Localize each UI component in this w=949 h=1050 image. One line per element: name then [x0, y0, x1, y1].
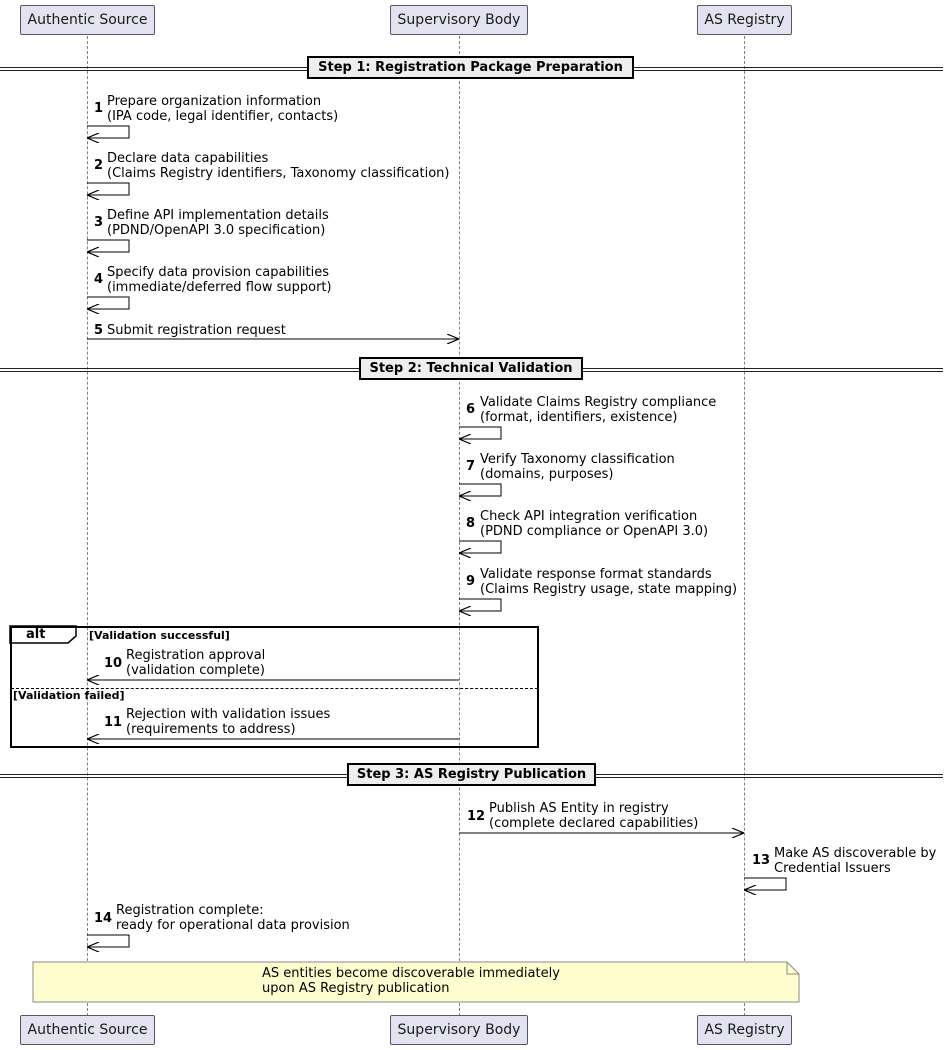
message-number: 1	[94, 101, 104, 116]
message-label: Registration approval(validation complet…	[126, 648, 266, 678]
note-text: AS entities become discoverable immediat…	[262, 966, 560, 996]
message-number: 6	[466, 402, 476, 417]
participant-supervisory-body-top: Supervisory Body	[390, 5, 528, 35]
participant-supervisory-body-bottom: Supervisory Body	[390, 1015, 528, 1045]
message-number: 4	[94, 272, 104, 287]
message-label: Define API implementation details(PDND/O…	[107, 208, 329, 238]
alt-condition-failed: [Validation failed]	[13, 689, 125, 702]
message-number: 5	[94, 323, 104, 338]
message-label: Check API integration verification(PDND …	[480, 509, 709, 539]
arrow-msg-8	[459, 540, 502, 553]
message-number: 9	[466, 574, 476, 589]
alt-fragment	[10, 626, 539, 748]
arrow-msg-7	[459, 483, 502, 496]
message-number: 2	[94, 158, 104, 173]
arrow-msg-4	[87, 296, 130, 309]
message-label: Specify data provision capabilities(imme…	[107, 265, 332, 295]
arrow-msg-2	[87, 182, 130, 195]
message-number: 11	[104, 715, 123, 730]
arrow-msg-9	[459, 598, 502, 611]
arrow-msg-6	[459, 426, 502, 439]
alt-keyword: alt	[26, 627, 46, 642]
lifeline-authentic-source	[87, 36, 88, 1016]
message-label: Publish AS Entity in registry(complete d…	[489, 801, 699, 831]
message-number: 13	[752, 853, 771, 868]
alt-condition-success: [Validation successful]	[89, 629, 230, 642]
lifeline-supervisory-body	[459, 36, 460, 1016]
note-fold	[786, 962, 799, 975]
participant-authentic-source-bottom: Authentic Source	[20, 1015, 155, 1045]
message-number: 3	[94, 215, 104, 230]
divider-step-3: Step 3: AS Registry Publication	[347, 763, 596, 786]
arrow-msg-14	[87, 934, 130, 947]
participant-as-registry-top: AS Registry	[697, 5, 792, 35]
participant-authentic-source-top: Authentic Source	[20, 5, 155, 35]
message-label: Prepare organization information(IPA cod…	[107, 94, 339, 124]
message-label: Validate Claims Registry compliance(form…	[480, 395, 717, 425]
alt-separator	[11, 688, 538, 689]
arrow-msg-13	[744, 877, 787, 890]
message-number: 8	[466, 516, 476, 531]
message-label: Rejection with validation issues(require…	[126, 707, 331, 737]
message-label: Submit registration request	[107, 323, 286, 338]
message-number: 14	[94, 911, 113, 926]
arrow-msg-3	[87, 239, 130, 252]
message-number: 7	[466, 459, 476, 474]
message-label: Registration complete:ready for operatio…	[116, 903, 350, 933]
message-number: 12	[467, 809, 486, 824]
arrow-msg-1	[87, 125, 130, 138]
message-label: Verify Taxonomy classification(domains, …	[480, 452, 675, 482]
note-shape	[32, 961, 800, 1003]
lifeline-as-registry	[744, 36, 745, 1016]
message-number: 10	[104, 656, 123, 671]
message-label: Validate response format standards(Claim…	[480, 567, 738, 597]
divider-step-2: Step 2: Technical Validation	[359, 357, 583, 380]
participant-as-registry-bottom: AS Registry	[697, 1015, 792, 1045]
message-label: Declare data capabilities(Claims Registr…	[107, 151, 450, 181]
divider-step-1: Step 1: Registration Package Preparation	[307, 56, 634, 79]
